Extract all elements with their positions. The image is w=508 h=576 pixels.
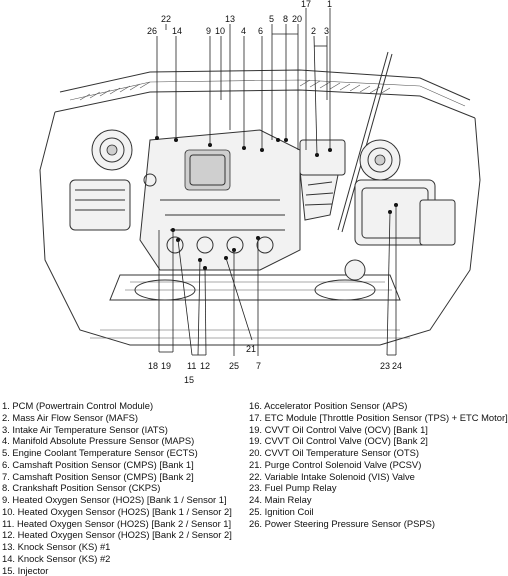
callout-8: 8 <box>283 14 288 24</box>
legend-item: 20. CVVT Oil Temperature Sensor (OTS) <box>249 447 499 459</box>
callout-14: 14 <box>172 26 182 36</box>
callout-19: 19 <box>161 361 171 371</box>
callout-5: 5 <box>269 14 274 24</box>
legend-item: 12. Heated Oxygen Sensor (HO2S) [Bank 2 … <box>2 529 244 541</box>
callout-26: 26 <box>147 26 157 36</box>
callout-9: 9 <box>206 26 211 36</box>
engine-component-diagram: 22 26 14 9 10 13 4 6 5 8 20 17 1 2 3 18 … <box>0 0 500 386</box>
legend-item: 17. ETC Module [Throttle Position Sensor… <box>249 412 499 424</box>
legend-column-left: 1. PCM (Powertrain Control Module) 2. Ma… <box>2 400 244 576</box>
legend-item: 24. Main Relay <box>249 494 499 506</box>
legend-item: 19. CVVT Oil Control Valve (OCV) [Bank 2… <box>249 435 499 447</box>
legend-item: 11. Heated Oxygen Sensor (HO2S) [Bank 2 … <box>2 518 244 530</box>
legend-item: 2. Mass Air Flow Sensor (MAFS) <box>2 412 244 424</box>
callout-10: 10 <box>215 26 225 36</box>
legend-item: 14. Knock Sensor (KS) #2 <box>2 553 244 565</box>
legend-item: 15. Injector <box>2 565 244 576</box>
legend-item: 5. Engine Coolant Temperature Sensor (EC… <box>2 447 244 459</box>
legend-item: 9. Heated Oxygen Sensor (HO2S) [Bank 1 /… <box>2 494 244 506</box>
callout-21: 21 <box>246 344 256 354</box>
callout-24: 24 <box>392 361 402 371</box>
callout-20: 20 <box>292 14 302 24</box>
callout-15: 15 <box>184 375 194 385</box>
callout-7: 7 <box>256 361 261 371</box>
right-strut-tower <box>360 140 400 180</box>
legend-item: 8. Crankshaft Position Sensor (CKPS) <box>2 482 244 494</box>
legend-item: 16. Accelerator Position Sensor (APS) <box>249 400 499 412</box>
callout-23: 23 <box>380 361 390 371</box>
legend-item: 7. Camshaft Position Sensor (CMPS) [Bank… <box>2 471 244 483</box>
relay-box <box>420 200 455 245</box>
legend-item: 22. Variable Intake Solenoid (VIS) Valve <box>249 471 499 483</box>
callout-11: 11 <box>187 361 196 371</box>
legend-column-right: 16. Accelerator Position Sensor (APS) 17… <box>249 400 499 529</box>
callout-4: 4 <box>241 26 246 36</box>
legend-item: 25. Ignition Coil <box>249 506 499 518</box>
legend-item: 26. Power Steering Pressure Sensor (PSPS… <box>249 518 499 530</box>
callout-18: 18 <box>148 361 158 371</box>
callout-25: 25 <box>229 361 239 371</box>
legend-item: 19. CVVT Oil Control Valve (OCV) [Bank 1… <box>249 424 499 436</box>
engine-illustration: 22 26 14 9 10 13 4 6 5 8 20 17 1 2 3 18 … <box>0 0 500 386</box>
callout-2: 2 <box>311 26 316 36</box>
legend-item: 1. PCM (Powertrain Control Module) <box>2 400 244 412</box>
legend-item: 4. Manifold Absolute Pressure Sensor (MA… <box>2 435 244 447</box>
callout-12: 12 <box>200 361 210 371</box>
legend-item: 3. Intake Air Temperature Sensor (IATS) <box>2 424 244 436</box>
component-legend: 1. PCM (Powertrain Control Module) 2. Ma… <box>0 400 500 574</box>
callout-13: 13 <box>225 14 235 24</box>
engine-block <box>140 130 300 270</box>
legend-item: 13. Knock Sensor (KS) #1 <box>2 541 244 553</box>
callout-6: 6 <box>258 26 263 36</box>
left-strut-tower <box>92 130 132 170</box>
legend-item: 10. Heated Oxygen Sensor (HO2S) [Bank 1 … <box>2 506 244 518</box>
legend-item: 6. Camshaft Position Sensor (CMPS) [Bank… <box>2 459 244 471</box>
callout-1: 1 <box>327 0 332 9</box>
callout-22: 22 <box>161 14 171 24</box>
legend-item: 21. Purge Control Solenoid Valve (PCSV) <box>249 459 499 471</box>
callout-17: 17 <box>301 0 311 9</box>
callout-3: 3 <box>324 26 329 36</box>
legend-item: 23. Fuel Pump Relay <box>249 482 499 494</box>
